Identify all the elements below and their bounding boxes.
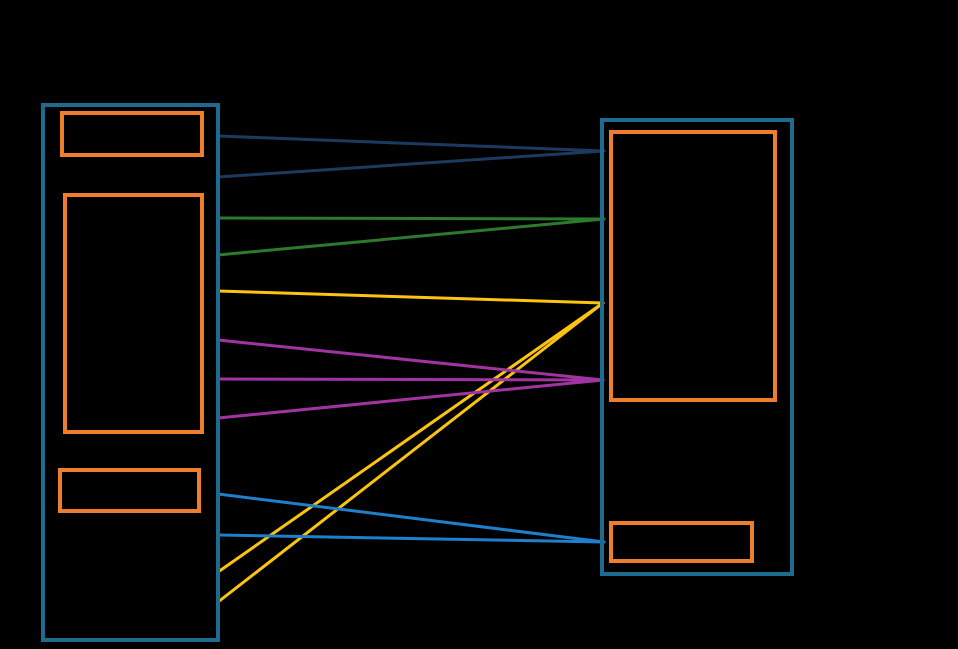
- purple-match-group-line: [216, 378, 605, 420]
- left-image-box: [41, 103, 220, 642]
- gold-match-group-line: [216, 301, 605, 604]
- navy-match-group-line: [216, 134, 606, 153]
- right-image-box: [600, 118, 794, 576]
- gold-match-group-line: [216, 301, 605, 574]
- right-region-small: [609, 521, 754, 563]
- right-region-large: [609, 130, 777, 402]
- blue-match-group-line: [216, 492, 606, 544]
- left-region-middle: [63, 193, 204, 434]
- gold-match-group-line: [216, 289, 605, 305]
- left-region-bottom: [58, 468, 201, 513]
- blue-match-group-line: [216, 533, 606, 544]
- left-region-top: [60, 111, 204, 157]
- purple-match-group-line: [216, 338, 605, 382]
- purple-match-group-line: [216, 377, 605, 382]
- navy-match-group-line: [216, 149, 606, 179]
- green-match-group-line: [216, 217, 606, 257]
- green-match-group-line: [216, 216, 606, 221]
